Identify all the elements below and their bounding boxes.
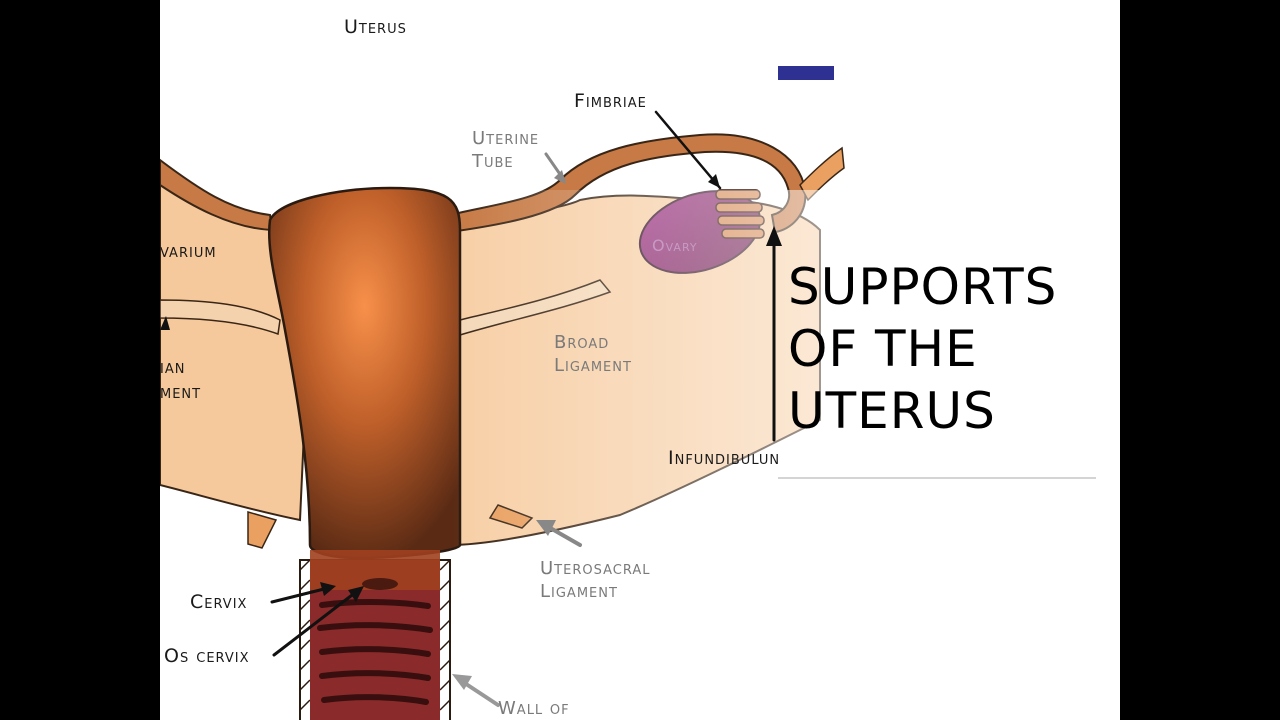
label-broad-ligament-line1: Broad	[554, 332, 610, 353]
label-wall-of: Wall of	[498, 698, 570, 719]
uterus-diagram	[160, 110, 845, 720]
diagram-title: Uterus	[344, 16, 407, 38]
label-uterosacral-line2: Ligament	[540, 580, 618, 602]
label-infundibulum: Infundibulun	[668, 447, 781, 469]
headline-line-2: OF THE	[788, 320, 978, 378]
label-round-ligament-line2: ment	[160, 382, 202, 404]
slide-canvas: Uterus Fimbriae Uterine Tube varium Ovar…	[160, 0, 1120, 720]
label-uterine-tube: Uterine Tube	[472, 128, 539, 173]
label-uterine-tube-line1: Uterine	[472, 128, 540, 149]
label-os-cervix: Os cervix	[164, 645, 250, 667]
label-round-ligament: ian ment	[160, 355, 201, 405]
left-round-ligament	[160, 299, 281, 336]
left-uterosacral-stub	[247, 511, 278, 549]
headline-line-1: SUPPORTS	[788, 258, 1058, 316]
cervix-canal	[299, 550, 451, 720]
label-uterosacral-line1: Uterosacral	[540, 558, 651, 579]
label-uterine-tube-line2: Tube	[472, 150, 514, 172]
accent-bar	[778, 66, 834, 80]
label-round-ligament-line1: ian	[160, 357, 186, 378]
label-broad-ligament: Broad Ligament	[554, 332, 632, 377]
label-uterosacral-ligament: Uterosacral Ligament	[540, 558, 650, 603]
headline-line-3: UTERUS	[788, 382, 996, 440]
label-broad-ligament-line2: Ligament	[554, 354, 632, 376]
label-ovarium: varium	[160, 241, 217, 262]
label-cervix: Cervix	[190, 591, 248, 613]
label-ovary: Ovary	[652, 236, 698, 255]
pointer-arrows	[160, 110, 782, 707]
label-fimbriae: Fimbriae	[574, 90, 647, 112]
slide-headline: SUPPORTS OF THE UTERUS	[788, 256, 1108, 442]
fade-overlay	[452, 190, 842, 560]
headline-divider	[778, 477, 1096, 479]
